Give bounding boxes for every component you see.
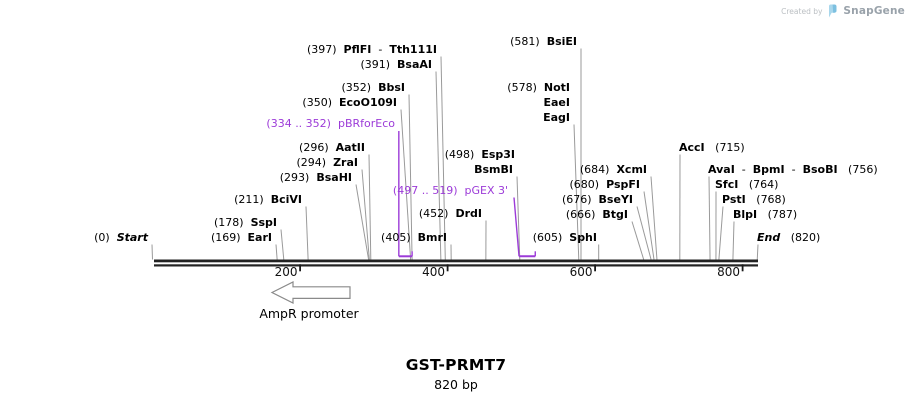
- site-label-esp3i: (498) Esp3I: [444, 148, 515, 161]
- site-label-bbsi: (352) BbsI: [341, 81, 405, 94]
- callout-line-bsahi: [355, 184, 370, 260]
- site-label-bsiei: (581) BsiEI: [510, 35, 577, 48]
- axis-tick-200: [299, 264, 301, 272]
- site-label-bmri: (405) BmrI: [381, 231, 447, 244]
- site-label-sphi: (605) SphI: [532, 231, 597, 244]
- callout-line-psti: [718, 206, 724, 260]
- site-label-xcmi: (684) XcmI: [579, 163, 647, 176]
- site-label-eaei: EaeI: [543, 96, 571, 109]
- map-title: GST-PRMT7: [405, 356, 507, 374]
- primer-connector-pgex-3: [513, 197, 520, 257]
- site-label-acci: AccI (715): [679, 141, 745, 154]
- map-title-block: GST-PRMT7 820 bp: [0, 356, 912, 392]
- callout-line-start: [151, 244, 153, 260]
- ampr-promoter-label: AmpR promoter: [259, 306, 359, 321]
- axis-tick-400: [446, 264, 449, 272]
- callout-line-bseyi: [636, 206, 652, 260]
- snapgene-watermark: Created by SnapGene: [781, 4, 905, 18]
- site-label-blpi: BlpI (787): [733, 208, 798, 221]
- site-label-drdi: (452) DrdI: [418, 207, 482, 220]
- primer-label-pbrforeco: (334 .. 352) pBRforEco: [266, 117, 395, 130]
- site-label-pspfi: (680) PspFI: [569, 178, 640, 191]
- site-label-avai-bpmi-bsobi: AvaI - BpmI - BsoBI (756): [708, 163, 878, 176]
- sequence-line-top: [154, 259, 758, 263]
- callout-line-bsmbi: [516, 176, 521, 260]
- site-label-eari: (169) EarI: [210, 231, 272, 244]
- callout-line-xcmi: [650, 176, 658, 260]
- site-label-eagi: EagI: [543, 111, 570, 124]
- site-label-bcivi: (211) BciVI: [234, 193, 302, 206]
- axis-tick-600: [594, 264, 596, 272]
- callout-line-avai-bpmi-bsobi: [708, 176, 711, 260]
- site-label-btgi: (666) BtgI: [565, 208, 628, 221]
- sequence-line-bottom: [154, 264, 758, 267]
- axis-tick-label-200: 200: [274, 264, 298, 279]
- callout-line-aatii: [368, 154, 372, 260]
- callout-line-end: [756, 244, 759, 260]
- map-length: 820 bp: [434, 377, 478, 392]
- callout-line-bcivi: [305, 206, 309, 260]
- callout-line-btgi: [631, 221, 645, 260]
- site-label-sfci: SfcI (764): [715, 178, 779, 191]
- axis-tick-label-400: 400: [422, 264, 445, 279]
- site-label-pflfi-tth111i: (397) PflFI - Tth111I: [306, 43, 437, 56]
- callout-line-sspi: [280, 229, 285, 260]
- axis-tick-label-800: 800: [717, 264, 740, 279]
- site-label-sspi: (178) SspI: [213, 216, 277, 229]
- snapgene-wordmark: SnapGene: [843, 5, 905, 17]
- callout-line-blpi: [732, 221, 735, 260]
- callout-line-eari: [275, 244, 278, 260]
- site-label-bsmbi: BsmBI: [474, 163, 513, 176]
- callout-line-zrai: [361, 169, 370, 260]
- site-label-bseyi: (676) BseYI: [561, 193, 633, 206]
- site-label-ecoo109i: (350) EcoO109I: [302, 96, 397, 109]
- created-by-label: Created by: [781, 6, 823, 16]
- site-label-psti: PstI (768): [722, 193, 786, 206]
- site-label-noti: (578) NotI: [507, 81, 570, 94]
- site-label-bsahi: (293) BsaHI: [279, 171, 352, 184]
- site-label-zrai: (294) ZraI: [296, 156, 359, 169]
- snapgene-icon: [829, 4, 837, 18]
- callout-line-pspfi: [643, 191, 655, 260]
- primer-label-pgex-3: (497 .. 519) pGEX 3': [392, 184, 508, 197]
- site-label-end: End (820): [757, 231, 821, 244]
- axis-tick-label-600: 600: [569, 264, 593, 279]
- site-label-aatii: (296) AatII: [299, 141, 365, 154]
- site-label-start: (0) Start: [94, 231, 148, 244]
- axis-tick-800: [741, 264, 744, 272]
- site-label-bsaai: (391) BsaAI: [360, 58, 432, 71]
